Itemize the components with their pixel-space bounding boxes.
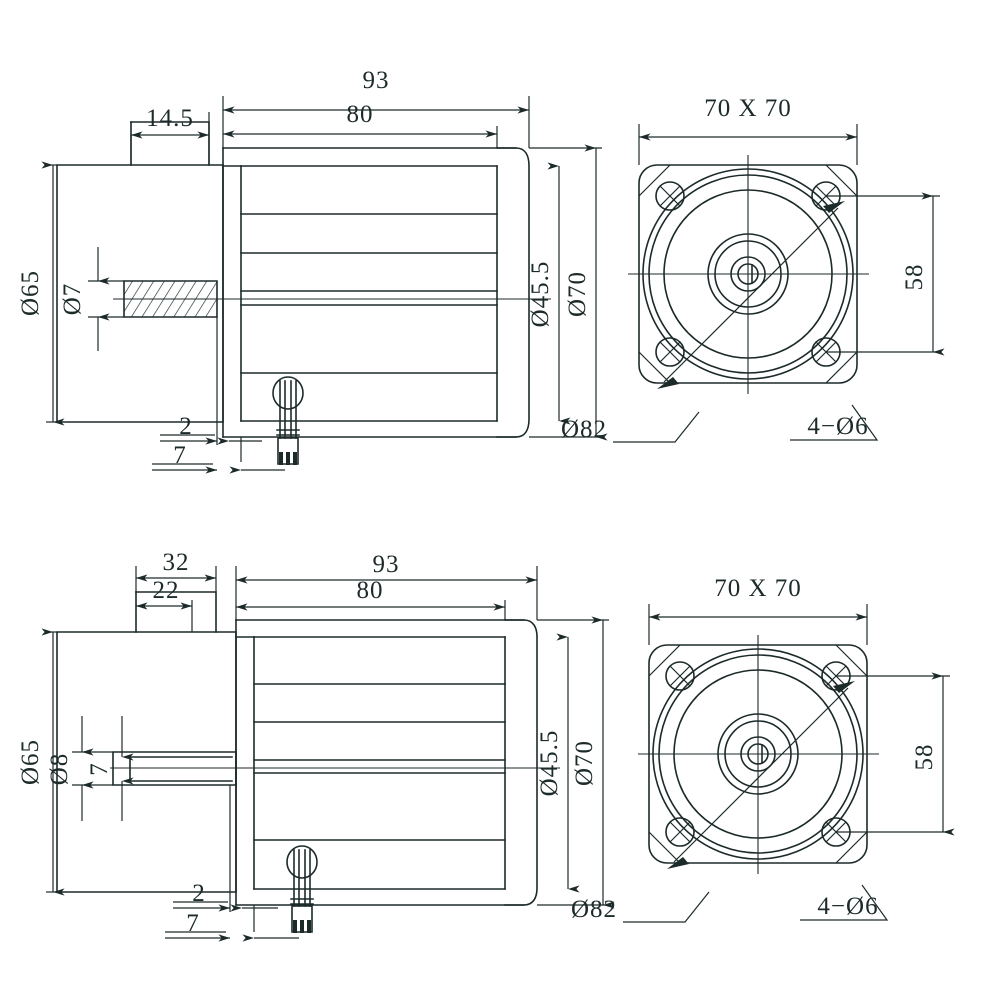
dim-label-32: 32 [163, 549, 190, 576]
top-side-view: 93 80 14.5 Ø65 [17, 67, 608, 474]
dim-label-d65-bottom: Ø65 [17, 739, 44, 785]
dim-label-d65-top: Ø65 [17, 270, 44, 316]
dim-d65-bottom: Ø65 [17, 628, 65, 896]
dim-label-holes-top: 4−Ø6 [807, 413, 868, 440]
dim-32: 32 [135, 549, 217, 592]
leader-holes-top: 4−Ø6 [790, 404, 879, 441]
dim-label-7-top: 7 [173, 442, 187, 469]
leader-d82-top: Ø82 [561, 411, 700, 443]
bottom-front-view: 70 X 70 58 Ø82 4−Ø6 [571, 575, 955, 923]
dim-label-d7-top: Ø7 [59, 283, 86, 316]
top-front-view: 70 X 70 58 Ø82 4−Ø6 [561, 95, 945, 443]
flange-square-outline-bottom [648, 644, 868, 864]
top-motor-body [222, 147, 530, 438]
dim-80-bottom: 80 [236, 577, 506, 620]
dim-label-58-bottom: 58 [911, 744, 938, 771]
pitch-circle-diagonal-top [663, 207, 839, 383]
dim-label-d45-5-bottom: Ø45.5 [536, 730, 563, 797]
dim-label-80-top: 80 [347, 101, 374, 128]
dim-d70-bottom: Ø70 [537, 616, 615, 909]
leader-d82-bottom: Ø82 [571, 891, 710, 923]
dim-label-80-bottom: 80 [357, 577, 384, 604]
dim-22: 22 [136, 577, 193, 632]
dim-d65-top: Ø65 [17, 161, 65, 426]
dim-label-2-top: 2 [179, 413, 193, 440]
dim-label-d82-top: Ø82 [561, 416, 607, 443]
dim-label-93-bottom: 93 [373, 551, 400, 578]
dim-7-top: 7 [152, 442, 285, 474]
top-cable-gland [272, 376, 304, 465]
dim-square-bottom: 70 X 70 [648, 575, 868, 645]
leader-holes-bottom: 4−Ø6 [800, 884, 889, 921]
dim-d45-5-top: Ø45.5 [527, 162, 571, 425]
dim-label-2-bottom: 2 [192, 880, 206, 907]
dim-2-bottom: 2 [173, 785, 278, 932]
bottom-side-view: 32 22 93 80 [17, 549, 615, 942]
bottom-cable-gland [286, 845, 318, 933]
dim-58-bottom: 58 [836, 672, 955, 836]
dim-d70-top: Ø70 [529, 144, 608, 441]
dim-label-93-top: 93 [363, 67, 390, 94]
dim-80-top: 80 [223, 101, 498, 148]
dim-7-key: 7 [86, 716, 134, 821]
bottom-mounting-plate [56, 631, 237, 893]
dim-d45-5-bottom: Ø45.5 [536, 633, 580, 893]
dim-label-d82-bottom: Ø82 [571, 896, 617, 923]
dim-label-58-top: 58 [901, 264, 928, 291]
dim-93-top: 93 [222, 67, 530, 148]
dim-label-22: 22 [153, 577, 180, 604]
pitch-circle-diagonal-bottom [673, 687, 849, 863]
dim-d7-shaft-top: Ø7 [59, 247, 124, 351]
bottom-motor-body [235, 619, 538, 906]
dim-2-top: 2 [160, 317, 262, 462]
dim-label-d70-bottom: Ø70 [571, 740, 598, 786]
dim-label-14-5: 14.5 [146, 105, 194, 132]
dim-93-bottom: 93 [235, 551, 538, 620]
flange-square-outline-top [638, 164, 858, 384]
dim-label-d45-5-top: Ø45.5 [527, 261, 554, 328]
dim-label-d70-top: Ø70 [564, 271, 591, 317]
dim-58-top: 58 [826, 192, 945, 356]
dim-label-holes-bottom: 4−Ø6 [817, 893, 878, 920]
dim-label-7-key: 7 [86, 762, 113, 776]
dim-label-square-bottom: 70 X 70 [714, 575, 802, 602]
dim-7-bottom: 7 [165, 910, 299, 942]
dim-d8-shaft: Ø8 [46, 716, 113, 821]
dim-label-square-top: 70 X 70 [704, 95, 792, 122]
dim-14-5: 14.5 [130, 105, 210, 165]
dim-label-7-bottom: 7 [186, 910, 200, 937]
dim-label-d8: Ø8 [46, 753, 73, 786]
dim-square-top: 70 X 70 [638, 95, 858, 165]
